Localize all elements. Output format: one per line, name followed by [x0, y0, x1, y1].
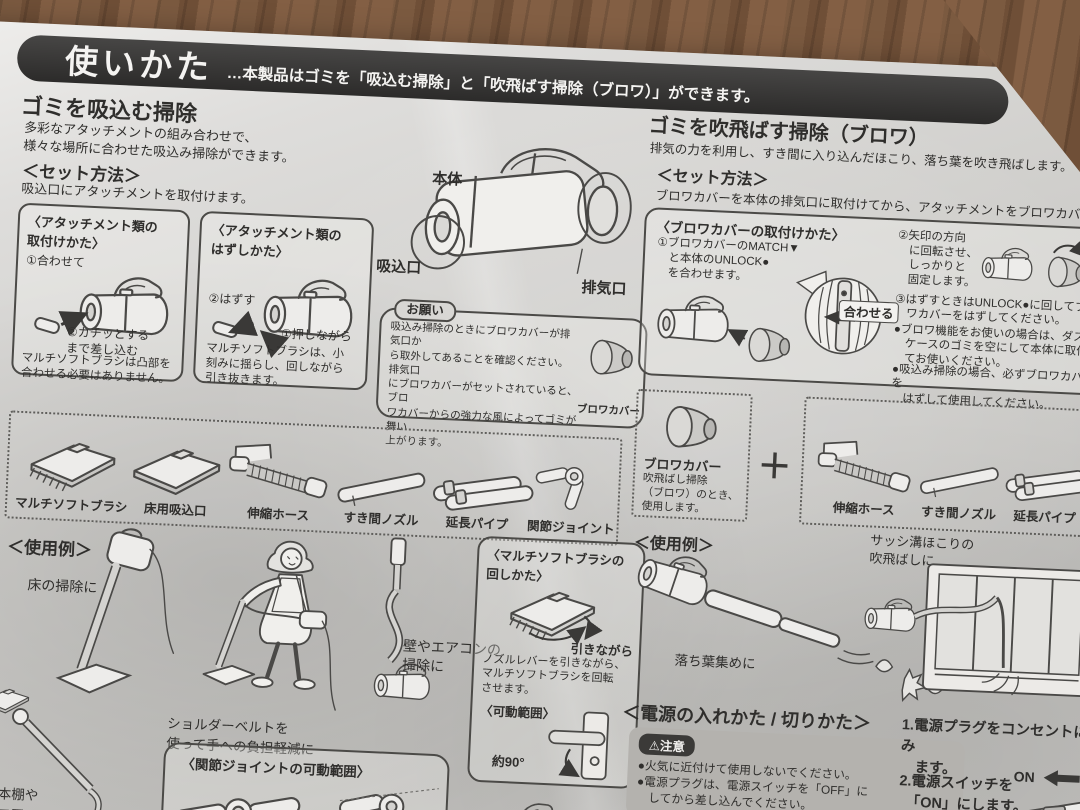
detach-step2: ①押しながら [280, 326, 353, 344]
joint-bent-illustration [335, 788, 439, 810]
crevice-nozzle-icon-2 [918, 462, 1001, 501]
label-outlet: 排気口 [581, 279, 627, 299]
joint-box-title: 〈関節ジョイントの可動範囲〉 [181, 756, 371, 781]
attachment-hose: 伸縮ホース [223, 437, 337, 525]
detach-note: マルチソフトブラシは、小 刻みに揺らし、回しながら 引き抜きます。 [204, 342, 345, 388]
blower-cover-icon [589, 339, 634, 376]
vac-and-cover-illustration [646, 285, 798, 380]
attach-box-title: 〈アタッチメント類の 取付けかた〉 [26, 214, 159, 252]
detach-step1: ②はずす [208, 291, 256, 308]
sofa-cleaning-illustration [461, 785, 597, 810]
detach-box: 〈アタッチメント類の はずしかた〉 ②はずす ①押しながら マルチソフトブラシは… [192, 210, 375, 391]
label-inlet: 吸込口 [375, 257, 422, 277]
page-subtitle: …本製品はゴミを「吸込む掃除」と「吹飛ばす掃除（ブロワ）」ができます。 [226, 64, 760, 106]
hose-icon-2 [812, 434, 919, 499]
suction-onegai-label: お願い [393, 298, 457, 323]
plus-sign: ＋ [756, 447, 793, 487]
attachment-extension-pipe: 延長パイプ [429, 465, 536, 534]
brush-range-value: 約90° [491, 753, 525, 771]
extension-pipe-icon-2 [1004, 465, 1080, 506]
blower-attachment-hose: 伸縮ホース [811, 434, 919, 520]
install-align-label: 合わせる [838, 299, 900, 324]
floor-nozzle-icon [132, 446, 222, 497]
blower-cover-icon-2 [665, 405, 718, 450]
suction-onegai-cover-label: ブロワカバー [576, 403, 641, 418]
power-on-label: ON [1013, 768, 1036, 786]
usage-leaves-label: 落ち葉集めに [674, 652, 756, 672]
suction-onegai-box: お願い 吸込み掃除のときにブロワカバーが排気口か ら取外してあることを確認くださ… [375, 298, 649, 450]
power-caution-label: ⚠注意 [638, 733, 696, 757]
attachment-crevice-nozzle: すき間ノズル [333, 464, 432, 529]
crevice-nozzle-icon [335, 467, 428, 511]
install-step2: ②矢印の方向 に回転させ、 しっかりと 固定します。 [895, 229, 979, 290]
blower-attachment-pipe: 延長パイプ [1001, 457, 1080, 528]
blower-install-box: 〈ブロワカバーの取付けかた〉 ①ブロワカバーのMATCH▼ と本体のUNLOCK… [637, 206, 1080, 412]
usage-shelf-label: 本棚や エアコンの 上の掃除に [0, 786, 65, 810]
joint-icon [533, 464, 586, 512]
brush-rotation-box: 〈マルチソフトブラシの 回しかた〉 引きながら ノズルレバーを引きながら、 マル… [466, 535, 646, 790]
wall-cleaning-illustration [352, 536, 468, 725]
brush-rotate-illustration [501, 581, 603, 645]
woman-cleaning-illustration [201, 524, 360, 729]
label-body: 本体 [431, 170, 463, 189]
attach-note: マルチソフトブラシは凸部を 合わせる必要はありません。 [20, 351, 172, 386]
attach-illustration [34, 274, 170, 336]
install-step1: ①ブロワカバーのMATCH▼ と本体のUNLOCK● を合わせます。 [655, 236, 800, 283]
power-switch-illustration [1008, 797, 1080, 810]
blower-attachments-box: 伸縮ホース すき間ノズル 延長パイプ [798, 396, 1080, 538]
joint-range-box: 〈関節ジョイントの可動範囲〉 約60° [158, 741, 451, 810]
on-arrow-icon [1043, 769, 1080, 788]
multi-soft-brush-icon [24, 432, 123, 494]
door-handle-illustration [539, 707, 620, 786]
attachment-floor-nozzle: 床用吸込口 [127, 437, 226, 520]
page-title: 使いかた [64, 42, 214, 87]
joint-straight-illustration [172, 790, 303, 810]
hose-icon [224, 437, 337, 504]
brush-desc: ノズルレバーを引きながら、 マルチソフトブラシを回転 させます。 [480, 653, 626, 697]
detach-illustration [212, 277, 354, 359]
blower-attachment-crevice: すき間ノズル [915, 457, 1004, 524]
attachment-multi-soft-brush: マルチソフトブラシ [15, 432, 131, 516]
manual-page: 使いかた …本製品はゴミを「吸込む掃除」と「吹飛ばす掃除（ブロワ）」ができます。… [0, 18, 1080, 810]
detach-box-title: 〈アタッチメント類の はずしかた〉 [210, 222, 342, 260]
window-sash-illustration [859, 559, 1080, 712]
extension-pipe-icon [431, 471, 536, 516]
attach-box: 〈アタッチメント類の 取付けかた〉 ①合わせて ②カチッとする まで差し込む マ… [10, 202, 191, 386]
blower-cover-box: ブロワカバー 吹飛ばし掃除 （ブロワ）のとき、 使用します。 [631, 388, 753, 522]
attachment-joint: 関節ジョイント [524, 457, 619, 538]
blower-cover-desc: 吹飛ばし掃除 （ブロワ）のとき、 使用します。 [641, 472, 739, 516]
